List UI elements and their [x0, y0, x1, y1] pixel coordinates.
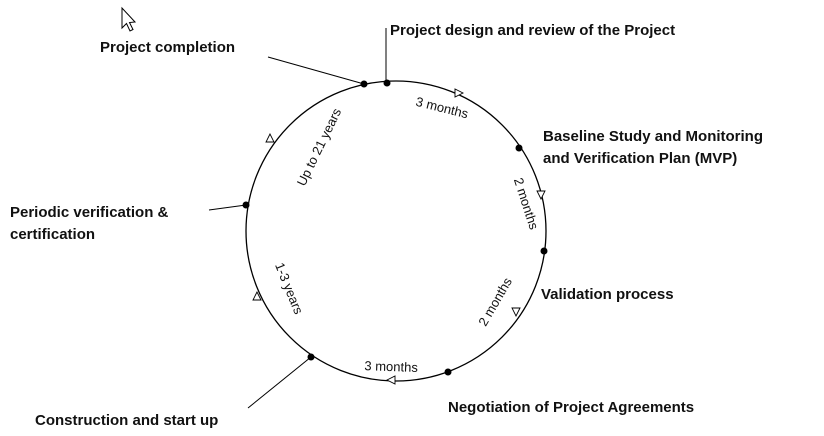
cycle-circle — [245, 80, 547, 382]
mouse-pointer-icon — [121, 6, 137, 32]
leader-construction — [247, 356, 312, 409]
leader-completion — [267, 56, 365, 85]
node-design — [383, 79, 391, 87]
arrow-design-baseline — [454, 88, 465, 98]
node-completion — [360, 80, 368, 88]
arrow-construction-verification — [252, 290, 262, 301]
stage-label-completion: Project completion — [100, 39, 235, 56]
arrow-verification-completion — [265, 132, 275, 143]
stage-label-validation: Validation process — [541, 286, 674, 303]
arrow-baseline-validation — [536, 190, 546, 201]
node-negotiation — [444, 368, 452, 376]
node-verification — [242, 201, 250, 209]
duration-label-baseline-validation: 2 months — [511, 176, 542, 232]
duration-label-construction-verification: 1-3 years — [272, 260, 306, 316]
stage-label-construction: Construction and start up — [35, 412, 218, 429]
node-construction — [307, 353, 315, 361]
duration-label-validation-negotiation: 2 months — [475, 274, 515, 328]
node-validation — [540, 247, 548, 255]
arrow-negotiation-construction — [385, 375, 396, 385]
stage-label-verification: Periodic verification & certification — [10, 204, 173, 243]
arrow-validation-negotiation — [511, 307, 521, 318]
stage-label-negotiation: Negotiation of Project Agreements — [448, 399, 694, 416]
duration-label-negotiation-construction: 3 months — [364, 358, 418, 375]
stage-label-baseline: Baseline Study and Monitoring and Verifi… — [543, 128, 767, 167]
duration-label-design-baseline: 3 months — [414, 94, 470, 122]
node-baseline — [515, 144, 523, 152]
stage-label-design: Project design and review of the Project — [390, 22, 675, 39]
leader-verification — [208, 204, 247, 211]
duration-label-verification-completion: Up to 21 years — [294, 105, 345, 188]
